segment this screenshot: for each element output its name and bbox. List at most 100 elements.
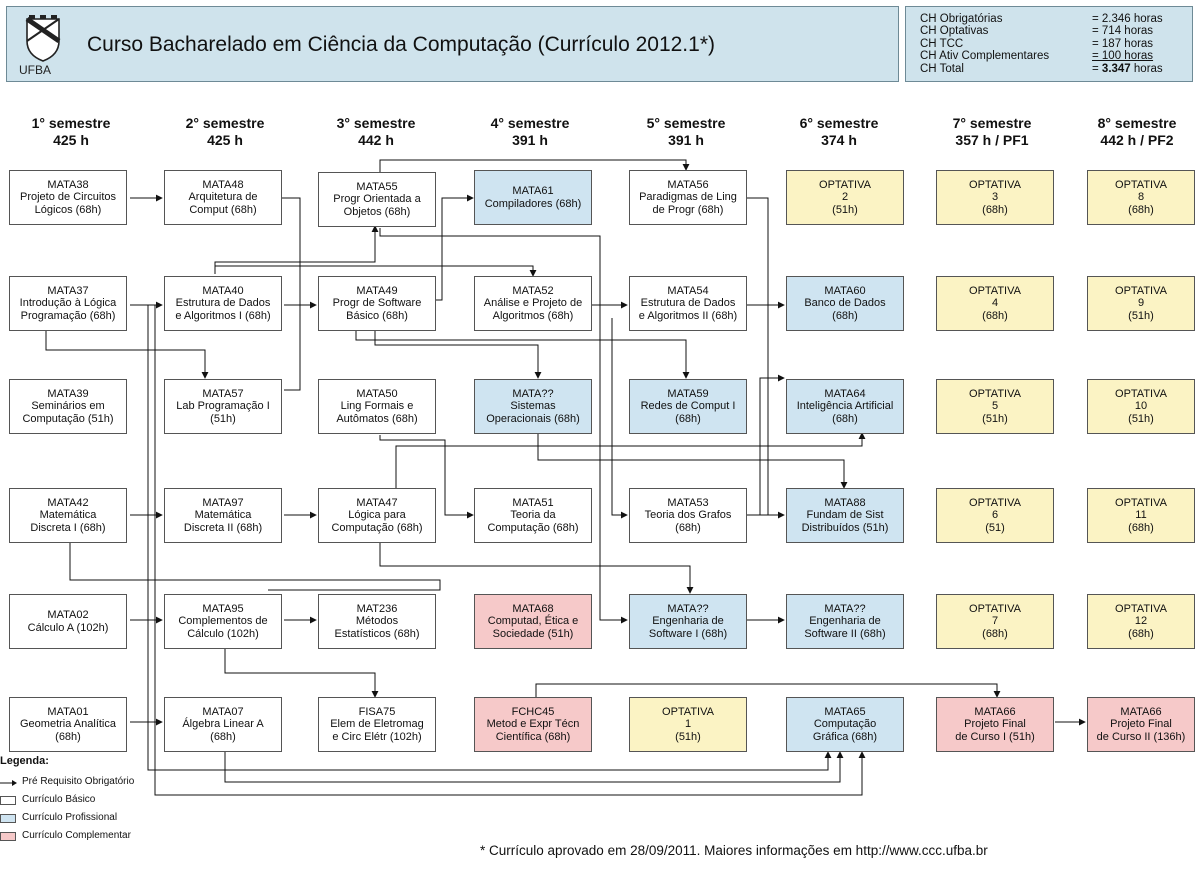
course-name: Estrutura de Dados (640, 297, 736, 310)
course-code: MATA60 (824, 284, 866, 297)
course-code: MATA56 (667, 178, 709, 191)
semester-hours: 374 h (821, 132, 857, 148)
course-name: 4 (991, 297, 999, 310)
course-code: MATA02 (47, 609, 89, 621)
course-name: Paradigmas de Ling (639, 191, 737, 204)
course-code: MATA48 (202, 178, 244, 191)
hours-suffix: horas (1130, 62, 1163, 75)
course-name: Lab Programação I (176, 400, 270, 413)
course-name: Inteligência Artificial (796, 400, 894, 413)
course-code: OPTATIVA (969, 284, 1021, 297)
course-name: Redes de Comput I (640, 400, 736, 413)
course-name: Sistemas (510, 400, 556, 413)
course-name: 7 (991, 615, 999, 628)
legend-label: Currículo Profissional (22, 812, 118, 823)
course-code: MATA50 (356, 387, 398, 400)
legend-swatch (0, 796, 16, 805)
semester-title: 4° semestre (490, 115, 570, 131)
course-code: MATA?? (512, 387, 554, 400)
semester-title: 5° semestre (646, 115, 726, 131)
course-code: MATA68 (512, 602, 554, 615)
course-name: (68h) (675, 412, 701, 425)
prereq-arrow (611, 318, 628, 519)
course-name: Computação (68h) (487, 521, 579, 534)
course-name: (68h) (55, 730, 81, 743)
prereq-arrow (436, 194, 474, 301)
course-name: e Algoritmos I (68h) (175, 309, 271, 322)
course-code: MATA95 (202, 602, 244, 615)
prereq-arrow (379, 228, 628, 624)
course-name: de Curso II (136h) (1096, 730, 1186, 743)
hours-label: CH Total (920, 62, 964, 75)
course-name: 8 (1137, 191, 1145, 204)
course-code: MATA55 (356, 180, 398, 193)
course-name: (68h) (982, 309, 1008, 322)
course-name: 3 (991, 191, 999, 204)
course-code: MATA53 (667, 496, 709, 509)
course-code: OPTATIVA (1115, 178, 1167, 191)
arrow-icon (0, 780, 17, 786)
semester-hours: 442 h (358, 132, 394, 148)
course-name: 2 (841, 191, 849, 204)
hours-label: CH TCC (920, 37, 964, 50)
course-name: 9 (1137, 297, 1145, 310)
course-name: Computad, Ética e (487, 615, 579, 628)
prereq-arrow (154, 515, 866, 796)
course-code: OPTATIVA (1115, 284, 1167, 297)
logo-text: UFBA (19, 63, 52, 77)
course-code: OPTATIVA (662, 705, 714, 718)
semester-title: 8° semestre (1097, 115, 1177, 131)
course-name: Introdução à Lógica (19, 297, 117, 310)
course-name: Ling Formais e (340, 400, 414, 413)
